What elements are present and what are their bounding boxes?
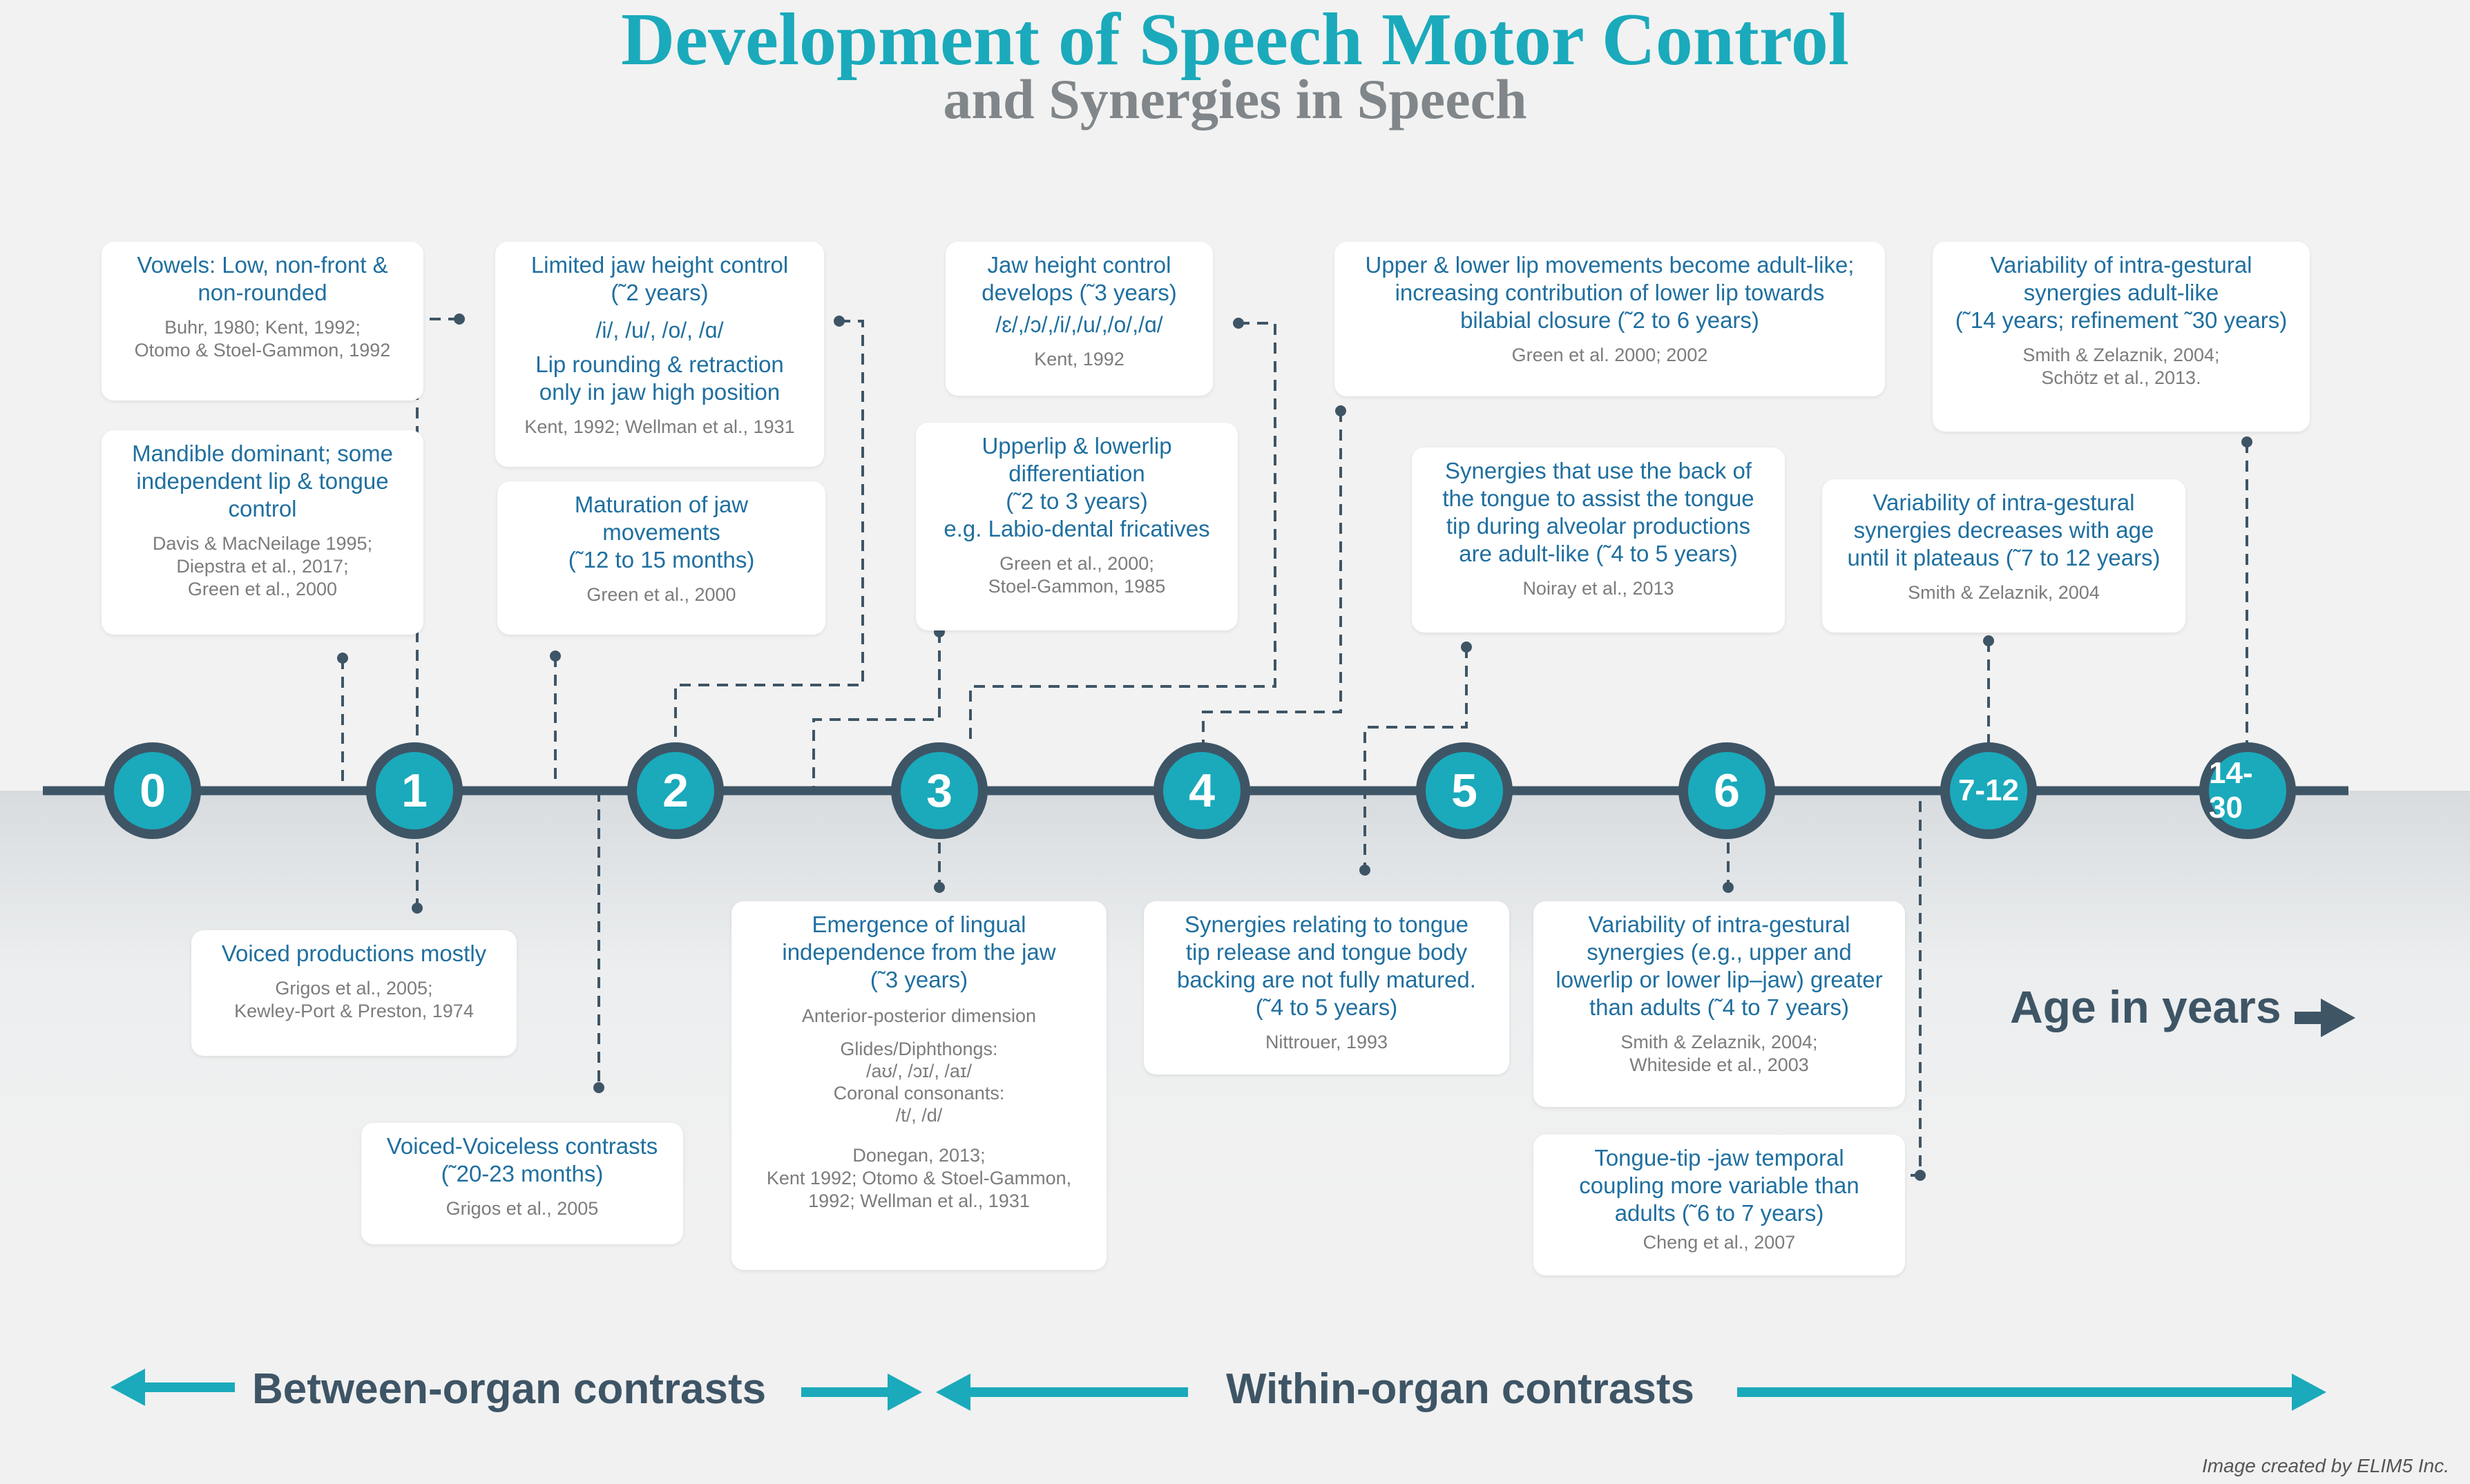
connector-upperlip xyxy=(812,632,941,791)
arrow-right-icon xyxy=(888,1374,922,1411)
page-title: Development of Speech Motor Control xyxy=(621,0,1849,81)
box-heading: Upperlip & lowerlip differentiation (˜2 … xyxy=(944,433,1210,541)
band-within-organ: Within-organ contrasts xyxy=(1226,1365,1695,1413)
box-lingual: Emergence of lingual independence from t… xyxy=(731,901,1107,1270)
arrow-left-icon xyxy=(111,1369,145,1406)
box-heading: Variability of intra-gestural synergies … xyxy=(1847,490,2161,570)
box-references: Smith & Zelaznik, 2004 xyxy=(1908,582,2100,603)
box-heading-2: Lip rounding & retraction only in jaw hi… xyxy=(535,351,784,405)
box-references: Green et al., 2000; Stoel-Gammon, 1985 xyxy=(988,553,1166,597)
connector-vowels xyxy=(416,318,459,746)
box-heading: Variability of intra-gestural synergies … xyxy=(1955,252,2288,333)
box-subheading: Anterior-posterior dimension xyxy=(801,1005,1037,1026)
box-references: Noiray et al., 2013 xyxy=(1522,578,1674,599)
age-marker-0: 0 xyxy=(104,742,201,839)
box-tongue-jaw: Tongue-tip -jaw temporal coupling more v… xyxy=(1533,1135,1905,1275)
box-variability-decreases: Variability of intra-gestural synergies … xyxy=(1822,479,2185,633)
box-heading: Jaw height control develops (˜3 years) xyxy=(982,252,1177,305)
box-heading: Variability of intra-gestural synergies … xyxy=(1555,912,1883,1020)
box-heading: Synergies relating to tongue tip release… xyxy=(1177,912,1476,1020)
box-heading: Vowels: Low, non-front & non-rounded xyxy=(137,252,388,305)
box-jaw-height: Jaw height control develops (˜3 years) /… xyxy=(946,242,1213,396)
box-synergies-back: Synergies that use the back of the tongu… xyxy=(1412,447,1785,633)
box-heading: Tongue-tip -jaw temporal coupling more v… xyxy=(1579,1145,1859,1226)
connector-synergies-back xyxy=(1363,647,1468,870)
box-references: Grigos et al., 2005; Kewley-Port & Prest… xyxy=(234,978,474,1021)
box-heading: Upper & lower lip movements become adult… xyxy=(1365,252,1855,333)
box-variability-greater: Variability of intra-gestural synergies … xyxy=(1533,901,1905,1107)
box-vowels: Vowels: Low, non-front & non-rounded Buh… xyxy=(102,242,423,401)
box-references: Green et al., 2000 xyxy=(586,584,736,605)
age-marker-1: 1 xyxy=(366,742,463,839)
box-maturation: Maturation of jaw movements (˜12 to 15 m… xyxy=(497,481,825,635)
box-upperlip: Upperlip & lowerlip differentiation (˜2 … xyxy=(916,423,1238,630)
box-tongue-tip-release: Synergies relating to tongue tip release… xyxy=(1144,901,1509,1075)
connector-upper-lower xyxy=(1202,411,1342,746)
box-references: Nittrouer, 1993 xyxy=(1265,1032,1388,1052)
box-references: Green et al. 2000; 2002 xyxy=(1511,345,1708,365)
box-heading: Maturation of jaw movements (˜12 to 15 m… xyxy=(568,492,755,572)
age-marker-7-12: 7-12 xyxy=(1940,742,2037,839)
age-marker-4: 4 xyxy=(1153,742,1250,839)
box-ipa: /i/, /u/, /o/, /ɑ/ xyxy=(595,318,724,343)
box-heading: Synergies that use the back of the tongu… xyxy=(1442,458,1754,566)
age-arrow-icon xyxy=(2295,999,2355,1037)
box-heading: Mandible dominant; some independent lip … xyxy=(132,441,393,521)
box-references: Smith & Zelaznik, 2004; Schötz et al., 2… xyxy=(2022,345,2220,388)
band-between-organ: Between-organ contrasts xyxy=(252,1365,767,1413)
age-marker-3: 3 xyxy=(891,742,988,839)
box-heading: Voiced-Voiceless contrasts (˜20-23 month… xyxy=(386,1133,658,1186)
box-limited-jaw: Limited jaw height control (˜2 years) /i… xyxy=(495,242,824,467)
arrow-left-icon xyxy=(936,1374,970,1411)
box-references: Grigos et al., 2005 xyxy=(446,1198,599,1219)
box-heading: Limited jaw height control (˜2 years) xyxy=(530,252,789,305)
box-references: Donegan, 2013; Kent 1992; Otomo & Stoel-… xyxy=(766,1145,1072,1211)
age-marker-14-30: 14-30 xyxy=(2199,742,2296,839)
connector-jaw-height xyxy=(969,322,1276,746)
box-variability-adult: Variability of intra-gestural synergies … xyxy=(1933,242,2310,432)
arrow-right-icon xyxy=(2292,1374,2326,1411)
box-references: Smith & Zelaznik, 2004; Whiteside et al.… xyxy=(1620,1032,1818,1075)
box-references: Kent, 1992; Wellman et al., 1931 xyxy=(524,416,795,437)
age-marker-2: 2 xyxy=(627,742,724,839)
age-marker-6: 6 xyxy=(1678,742,1775,839)
box-mandible: Mandible dominant; some independent lip … xyxy=(102,430,423,635)
box-voiced: Voiced productions mostly Grigos et al.,… xyxy=(191,930,517,1056)
age-marker-5: 5 xyxy=(1416,742,1513,839)
box-voiced-voiceless: Voiced-Voiceless contrasts (˜20-23 month… xyxy=(361,1123,683,1244)
box-references: Davis & MacNeilage 1995; Diepstra et al.… xyxy=(152,533,373,599)
box-ipa-list: Glides/Diphthongs: /aʊ/, /ɔɪ/, /aɪ/ Coro… xyxy=(833,1039,1005,1126)
age-label: Age in years xyxy=(2010,981,2281,1032)
box-references: Cheng et al., 2007 xyxy=(1643,1232,1796,1253)
box-references: Buhr, 1980; Kent, 1992; Otomo & Stoel-Ga… xyxy=(134,317,391,360)
connector-tongue-jaw xyxy=(1903,801,1922,1177)
box-ipa: /ɛ/,/ɔ/,/i/,/u/,/o/,/ɑ/ xyxy=(995,312,1163,337)
box-heading: Voiced productions mostly xyxy=(221,941,487,966)
box-heading: Emergence of lingual independence from t… xyxy=(782,912,1056,992)
box-upper-lower-lip: Upper & lower lip movements become adult… xyxy=(1334,242,1885,396)
image-credit: Image created by ELIM5 Inc. xyxy=(2202,1455,2449,1476)
box-references: Kent, 1992 xyxy=(1034,349,1124,369)
